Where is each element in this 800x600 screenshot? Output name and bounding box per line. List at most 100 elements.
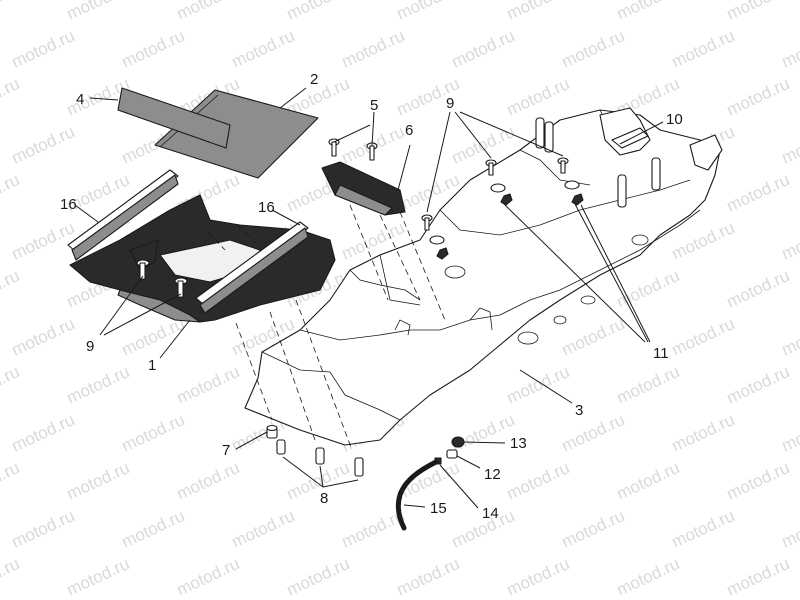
watermark-text: motod.ru (9, 26, 78, 72)
panel-part-4 (117, 87, 231, 149)
screw-part-9-left-a (136, 259, 150, 280)
assembly-lines (207, 204, 446, 451)
rail-part-16-right (195, 221, 309, 314)
watermark-text: motod.ru (174, 554, 243, 600)
watermark-text: motod.ru (64, 458, 133, 504)
watermark-text: motod.ru (614, 362, 683, 408)
watermark-text: motod.ru (779, 218, 800, 264)
valve-part-12 (446, 449, 458, 459)
tray-posts (535, 107, 723, 208)
watermark-text: motod.ru (174, 0, 243, 24)
watermark-text: motod.ru (504, 458, 573, 504)
watermark-text: motod.ru (724, 170, 793, 216)
watermark-text: motod.ru (339, 26, 408, 72)
nut-part-13 (451, 436, 465, 448)
watermark-text: motod.ru (0, 170, 22, 216)
callout-3: 3 (575, 402, 583, 419)
callout-8: 8 (320, 490, 328, 507)
watermark-text: motod.ru (9, 122, 78, 168)
watermark-text: motod.ru (119, 26, 188, 72)
callout-4: 4 (76, 91, 84, 108)
callout-labels: 4 2 5 6 9 10 16 16 9 1 11 3 7 8 13 12 15… (60, 71, 683, 522)
watermark-text: motod.ru (724, 266, 793, 312)
callout-10: 10 (666, 111, 683, 128)
leader-lines (74, 87, 664, 509)
watermark-text: motod.ru (614, 0, 683, 24)
watermark-text: motod.ru (9, 506, 78, 552)
callout-7: 7 (222, 442, 230, 459)
rail-part-16-left (67, 169, 179, 261)
watermark-text: motod.ru (504, 0, 573, 24)
watermark-text: motod.ru (614, 458, 683, 504)
watermark-text: motod.ru (779, 26, 800, 72)
watermark-text: motod.ru (229, 26, 298, 72)
watermark-text: motod.ru (0, 554, 22, 600)
watermark-text: motod.ru (559, 314, 628, 360)
watermark-text: motod.ru (0, 74, 22, 120)
watermark-text: motod.ru (174, 458, 243, 504)
callout-15: 15 (430, 500, 447, 517)
callout-2: 2 (310, 71, 318, 88)
watermark-text: motod.ru (504, 362, 573, 408)
watermark-text: motod.ru (449, 410, 518, 456)
callout-11: 11 (653, 345, 669, 362)
watermark-text: motod.ru (0, 458, 22, 504)
watermark-text: motod.ru (614, 266, 683, 312)
bolt-part-7 (266, 424, 278, 439)
callout-6: 6 (405, 122, 413, 139)
watermark-text: motod.ru (119, 506, 188, 552)
callout-12: 12 (484, 466, 501, 483)
watermark-text: motod.ru (779, 506, 800, 552)
watermark-text: motod.ru (9, 218, 78, 264)
watermark-text: motod.ru (779, 314, 800, 360)
watermark-text: motod.ru (669, 410, 738, 456)
watermark-text: motod.ru (174, 362, 243, 408)
watermark-text: motod.ru (64, 362, 133, 408)
watermark-text: motod.ru (724, 362, 793, 408)
callout-9-left: 9 (86, 338, 94, 355)
callout-5: 5 (370, 97, 378, 114)
watermark-text: motod.ru (229, 506, 298, 552)
callout-9-top: 9 (446, 95, 454, 112)
watermark-text: motod.ru (559, 26, 628, 72)
watermark-text: motod.ru (614, 554, 683, 600)
callout-16-left: 16 (60, 196, 77, 213)
screw-part-9-left-b (174, 277, 188, 298)
hose-part-15 (395, 459, 439, 531)
watermark-text: motod.ru (0, 362, 22, 408)
callout-16-right: 16 (258, 199, 275, 216)
watermark-text: motod.ru (559, 506, 628, 552)
watermark-text: motod.ru (779, 410, 800, 456)
watermark-text: motod.ru (394, 554, 463, 600)
watermark-text: motod.ru (504, 554, 573, 600)
bolt-part-8 (276, 439, 364, 477)
watermark-text: motod.ru (669, 218, 738, 264)
watermark-text: motod.ru (284, 554, 353, 600)
watermark-text: motod.ru (284, 0, 353, 24)
watermark-text: motod.ru (559, 410, 628, 456)
watermark-text: motod.ru (724, 458, 793, 504)
watermark-text: motod.ru (0, 266, 22, 312)
watermark-text: motod.ru (0, 0, 22, 24)
watermark-text: motod.ru (669, 314, 738, 360)
watermark-text: motod.ru (119, 410, 188, 456)
callout-1: 1 (148, 357, 156, 374)
watermark-text: motod.ru (779, 122, 800, 168)
watermark-text: motod.ru (449, 26, 518, 72)
callout-14: 14 (482, 505, 499, 522)
watermark-text: motod.ru (64, 0, 133, 24)
bracket-part-6 (321, 161, 406, 216)
watermark-text: motod.ru (724, 554, 793, 600)
nut-part-11 (436, 193, 584, 260)
watermark-text: motod.ru (64, 554, 133, 600)
under-tray-part-3 (244, 109, 721, 446)
watermark-text: motod.ru (669, 506, 738, 552)
screw-part-9-right (421, 157, 580, 245)
watermark-text: motod.ru (394, 0, 463, 24)
watermark-text: motod.ru (669, 26, 738, 72)
panel-part-2 (154, 89, 319, 179)
watermark-text: motod.ru (724, 0, 793, 24)
watermark-text: motod.ru (724, 74, 793, 120)
callout-13: 13 (510, 435, 527, 452)
